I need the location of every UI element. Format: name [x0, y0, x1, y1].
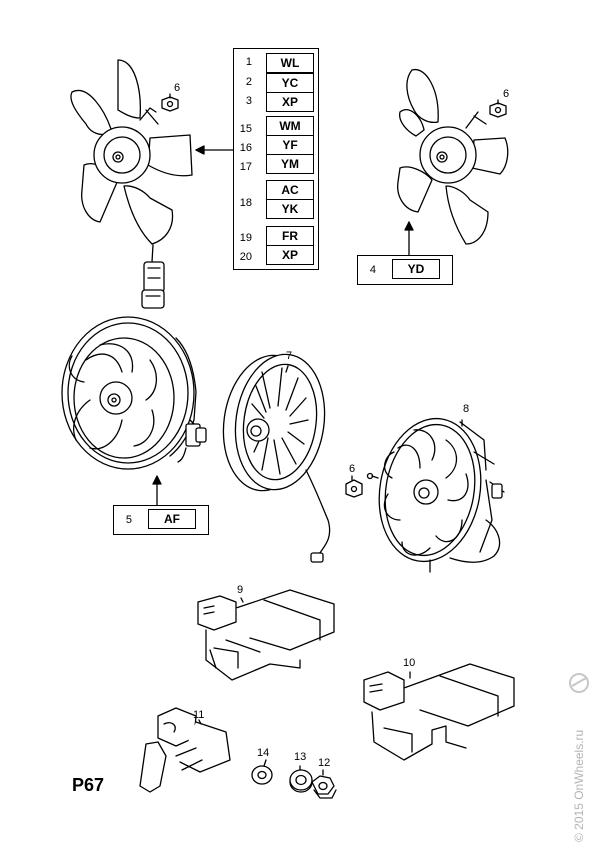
code-row-number: 15 [239, 123, 252, 135]
code-row-number: 2 [245, 76, 252, 88]
code-row-number: 16 [239, 142, 252, 154]
code-cell: XP [266, 245, 314, 265]
code-cell: WM [266, 116, 314, 136]
resistor-11 [139, 707, 231, 793]
code-cell: FR [266, 226, 314, 246]
part-number-label: 11 [193, 709, 205, 721]
part-number-label: 10 [403, 657, 416, 669]
code-row-number: 18 [239, 197, 252, 209]
code-row-number: 20 [239, 251, 252, 263]
part-number-label: 8 [463, 403, 470, 415]
code-row-number: 3 [245, 95, 252, 107]
code-cell: YF [266, 135, 314, 155]
part-number-label: 9 [237, 584, 244, 596]
code-cell: WL [266, 53, 314, 73]
page-id: P67 [72, 775, 105, 795]
fan-top-right [397, 69, 509, 245]
code-cell: YM [266, 154, 314, 174]
part-number-label: 12 [318, 757, 331, 769]
resistor-10 [363, 663, 515, 761]
part-number-label: 6 [349, 463, 356, 475]
grommet-13 [289, 769, 313, 793]
part-number-label: 13 [294, 751, 307, 763]
nut-icon [161, 96, 179, 112]
nut-icon [345, 479, 363, 498]
part-number-label: 14 [257, 747, 270, 759]
callout-code: YD [392, 259, 440, 279]
code-cell: XP [266, 92, 314, 112]
watermark: © 2015 OnWheels.ru [572, 729, 586, 842]
nut-12 [311, 775, 337, 799]
part-number-label: 6 [174, 82, 181, 94]
resistor-9 [197, 589, 335, 681]
code-cell: YC [266, 73, 314, 93]
callout-number: 5 [125, 514, 132, 526]
fan-8 [366, 417, 505, 573]
nut-icon [489, 102, 507, 118]
logo-circle-icon [569, 673, 589, 693]
part-number-label: 6 [503, 88, 510, 100]
part-number-label: 7 [286, 350, 293, 362]
washer-14 [251, 765, 273, 785]
code-cell: AC [266, 180, 314, 200]
code-cell: YK [266, 199, 314, 219]
callout-code: AF [148, 509, 196, 529]
code-row-number: 1 [245, 56, 252, 68]
fan-top-left [70, 59, 193, 309]
code-row-number: 17 [239, 161, 252, 173]
code-row-number: 19 [239, 232, 252, 244]
fan-with-shroud [61, 316, 207, 470]
fan-7 [222, 353, 331, 563]
callout-number: 4 [369, 264, 376, 276]
